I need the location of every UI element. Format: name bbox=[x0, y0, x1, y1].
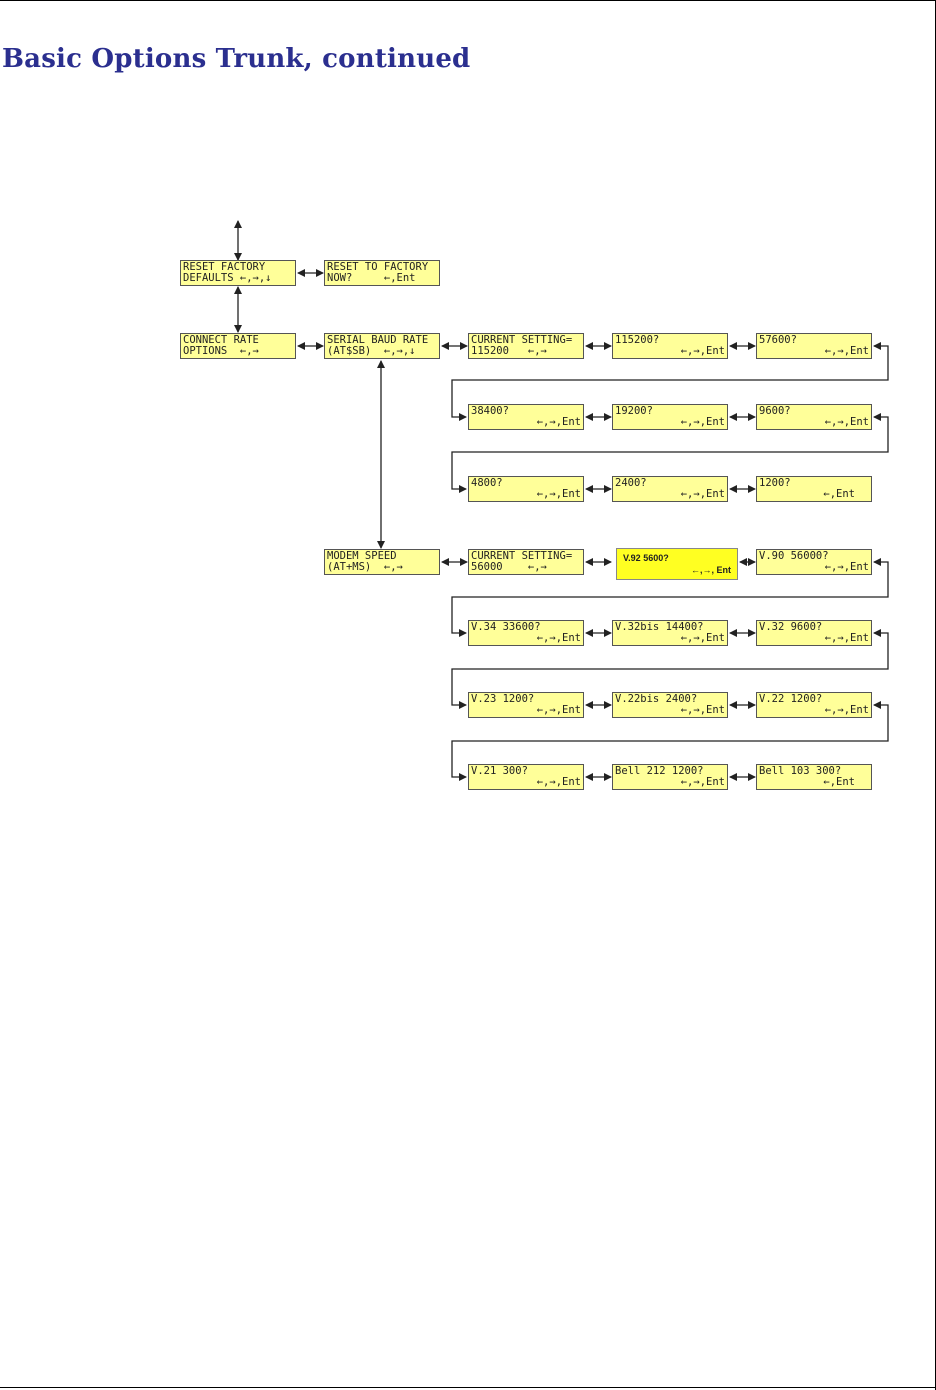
option-label: V.32 9600? bbox=[759, 621, 823, 633]
option-label: 1200? bbox=[759, 477, 791, 489]
option-keys: ←,→,Ent bbox=[536, 488, 581, 500]
option-keys: ←,→,Ent bbox=[680, 704, 725, 716]
option-keys: ←,→,Ent bbox=[824, 704, 869, 716]
lcd-modem-option[interactable]: V.32 9600? ←,→,Ent bbox=[756, 620, 872, 646]
lcd-line: (AT$SB) ←,→,↓ bbox=[327, 345, 416, 357]
option-label: V.23 1200? bbox=[471, 693, 535, 705]
lcd-baud-current-setting[interactable]: CURRENT SETTING= 115200 ←,→ bbox=[468, 333, 584, 359]
lcd-baud-option[interactable]: 9600? ←,→,Ent bbox=[756, 404, 872, 430]
lcd-modem-option[interactable]: V.32bis 14400? ←,→,Ent bbox=[612, 620, 728, 646]
option-label: V.90 56000? bbox=[759, 550, 829, 562]
lcd-baud-option[interactable]: 2400? ←,→,Ent bbox=[612, 476, 728, 502]
lcd-modem-option[interactable]: V.23 1200? ←,→,Ent bbox=[468, 692, 584, 718]
lcd-baud-option[interactable]: 19200? ←,→,Ent bbox=[612, 404, 728, 430]
wrap-modem-row2 bbox=[451, 629, 889, 709]
lcd-baud-option[interactable]: 4800? ←,→,Ent bbox=[468, 476, 584, 502]
lcd-line: CURRENT SETTING= bbox=[471, 550, 573, 562]
lcd-line: CONNECT RATE bbox=[183, 334, 259, 346]
lcd-line: RESET TO FACTORY bbox=[327, 261, 429, 273]
lcd-line: OPTIONS ←,→ bbox=[183, 345, 259, 357]
lcd-connect-rate-options[interactable]: CONNECT RATE OPTIONS ←,→ bbox=[180, 333, 296, 359]
option-keys: ←,→,Ent bbox=[536, 704, 581, 716]
lcd-line: 115200 ←,→ bbox=[471, 345, 547, 357]
lcd-line: MODEM SPEED bbox=[327, 550, 397, 562]
lcd-modem-option[interactable]: Bell 103 300? ←,Ent bbox=[756, 764, 872, 790]
lcd-modem-option[interactable]: V.90 56000? ←,→,Ent bbox=[756, 549, 872, 575]
option-label: 115200? bbox=[615, 334, 660, 346]
option-label: V.34 33600? bbox=[471, 621, 541, 633]
option-label: 2400? bbox=[615, 477, 647, 489]
bottom-rule bbox=[0, 1387, 936, 1388]
lcd-modem-option[interactable]: V.22 1200? ←,→,Ent bbox=[756, 692, 872, 718]
option-keys: ←,→,Ent bbox=[680, 632, 725, 644]
lcd-baud-option[interactable]: 1200? ←,Ent bbox=[756, 476, 872, 502]
option-keys: ←,→, Ent bbox=[691, 565, 731, 575]
lcd-line: CURRENT SETTING= bbox=[471, 334, 573, 346]
lcd-baud-option[interactable]: 57600? ←,→,Ent bbox=[756, 333, 872, 359]
lcd-modem-option-highlighted[interactable]: V.92 5600? ←,→, Ent bbox=[616, 548, 738, 580]
option-keys: ←,→,Ent bbox=[824, 632, 869, 644]
option-label: Bell 103 300? bbox=[759, 765, 842, 777]
option-keys: ←,→,Ent bbox=[824, 416, 869, 428]
lcd-line: NOW? ←,Ent bbox=[327, 272, 416, 284]
lcd-line: (AT+MS) ←,→ bbox=[327, 561, 403, 573]
option-keys: ←,→,Ent bbox=[536, 776, 581, 788]
lcd-modem-option[interactable]: V.22bis 2400? ←,→,Ent bbox=[612, 692, 728, 718]
lcd-line: DEFAULTS ←,→,↓ bbox=[183, 272, 272, 284]
wrap-modem-row3 bbox=[451, 701, 889, 781]
option-keys: ←,→,Ent bbox=[680, 416, 725, 428]
lcd-line: 56000 ←,→ bbox=[471, 561, 547, 573]
option-label: 38400? bbox=[471, 405, 509, 417]
lcd-line: RESET FACTORY bbox=[183, 261, 266, 273]
lcd-modem-speed[interactable]: MODEM SPEED (AT+MS) ←,→ bbox=[324, 549, 440, 575]
wrap-modem-row1 bbox=[451, 558, 889, 637]
wrap-baud-row1 bbox=[451, 342, 889, 421]
option-keys: ←,Ent bbox=[823, 776, 855, 788]
lcd-baud-option[interactable]: 115200? ←,→,Ent bbox=[612, 333, 728, 359]
option-keys: ←,Ent bbox=[823, 488, 855, 500]
lcd-serial-baud-rate[interactable]: SERIAL BAUD RATE (AT$SB) ←,→,↓ bbox=[324, 333, 440, 359]
lcd-modem-current-setting[interactable]: CURRENT SETTING= 56000 ←,→ bbox=[468, 549, 584, 575]
wrap-baud-row2 bbox=[451, 413, 889, 493]
option-keys: ←,→,Ent bbox=[824, 561, 869, 573]
option-keys: ←,→,Ent bbox=[536, 632, 581, 644]
lcd-modem-option[interactable]: Bell 212 1200? ←,→,Ent bbox=[612, 764, 728, 790]
option-label: V.32bis 14400? bbox=[615, 621, 704, 633]
option-keys: ←,→,Ent bbox=[680, 776, 725, 788]
option-label: 9600? bbox=[759, 405, 791, 417]
lcd-line: SERIAL BAUD RATE bbox=[327, 334, 429, 346]
lcd-modem-option[interactable]: V.21 300? ←,→,Ent bbox=[468, 764, 584, 790]
lcd-reset-to-factory-now[interactable]: RESET TO FACTORY NOW? ←,Ent bbox=[324, 260, 440, 286]
option-keys: ←,→,Ent bbox=[680, 488, 725, 500]
option-label: V.22 1200? bbox=[759, 693, 823, 705]
option-keys: ←,→,Ent bbox=[824, 345, 869, 357]
top-rule bbox=[0, 0, 936, 1]
option-label: V.21 300? bbox=[471, 765, 528, 777]
option-label: V.92 5600? bbox=[623, 553, 669, 563]
lcd-baud-option[interactable]: 38400? ←,→,Ent bbox=[468, 404, 584, 430]
lcd-modem-option[interactable]: V.34 33600? ←,→,Ent bbox=[468, 620, 584, 646]
option-label: 57600? bbox=[759, 334, 797, 346]
option-label: 19200? bbox=[615, 405, 653, 417]
option-label: Bell 212 1200? bbox=[615, 765, 704, 777]
option-keys: ←,→,Ent bbox=[536, 416, 581, 428]
page-title: Basic Options Trunk, continued bbox=[2, 44, 471, 74]
lcd-reset-factory-defaults[interactable]: RESET FACTORY DEFAULTS ←,→,↓ bbox=[180, 260, 296, 286]
option-label: V.22bis 2400? bbox=[615, 693, 698, 705]
option-label: 4800? bbox=[471, 477, 503, 489]
option-keys: ←,→,Ent bbox=[680, 345, 725, 357]
